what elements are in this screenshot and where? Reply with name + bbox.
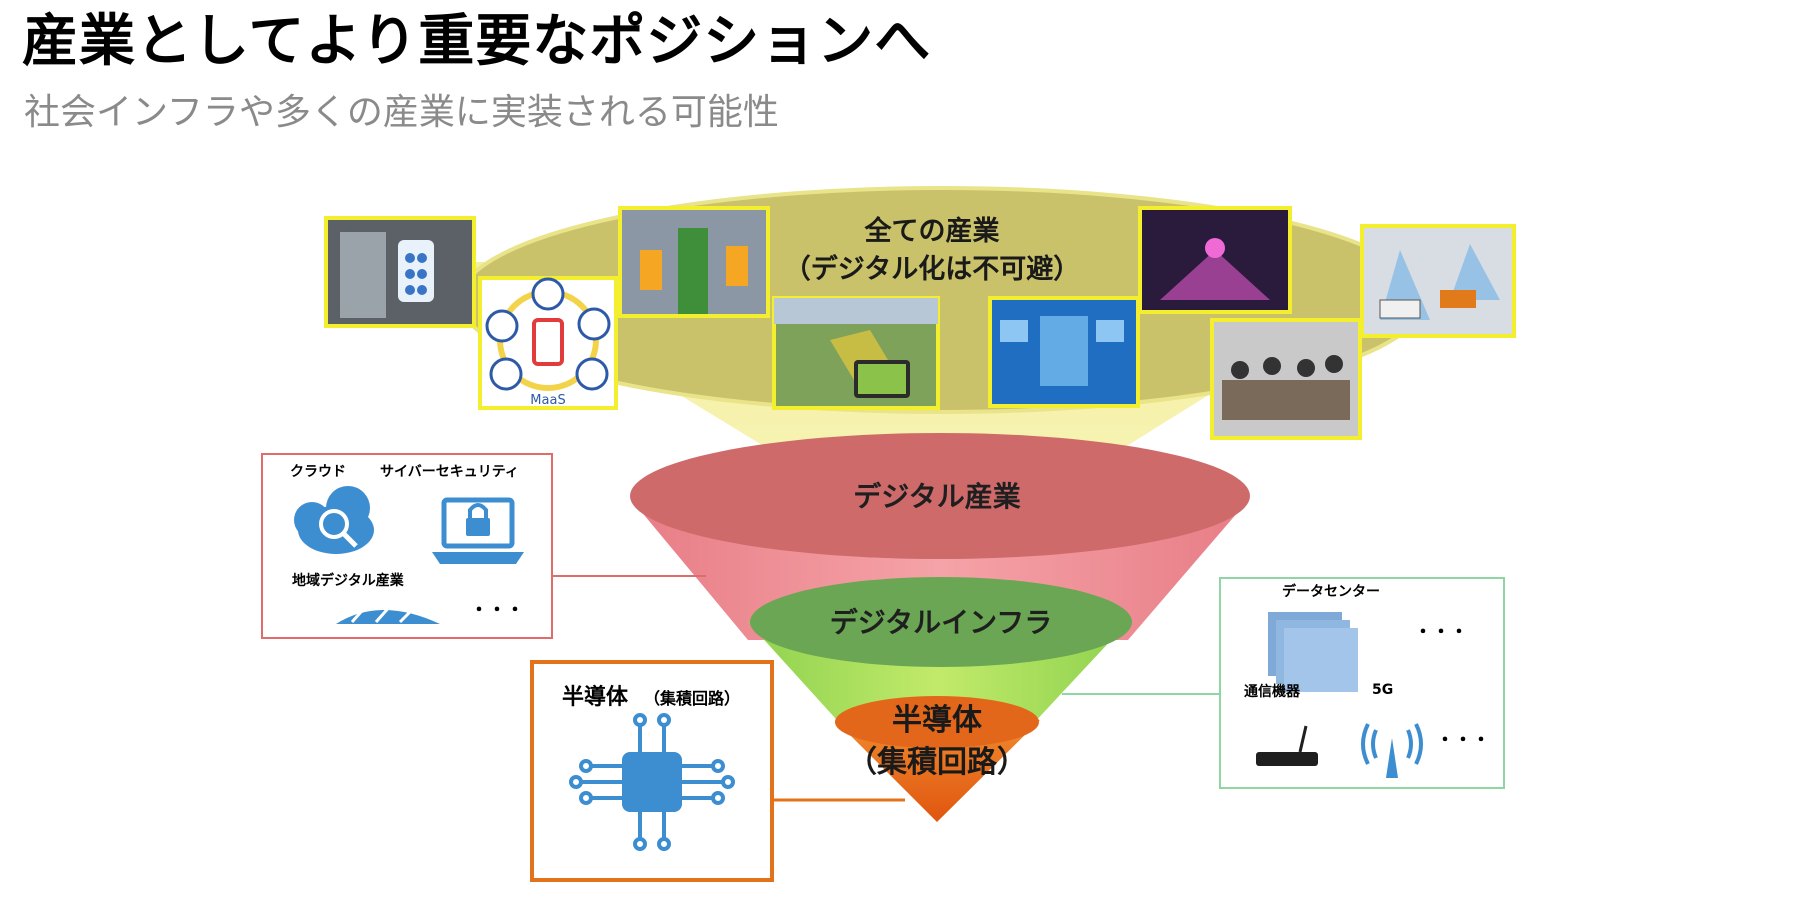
photo-agriculture-tablet [772,296,940,410]
maas-car-icon [489,357,523,391]
chip-icon [569,713,735,851]
top-label-line1: 全ての産業 [864,215,1000,247]
photo-classroom [1210,318,1362,440]
regional-digital-label: 地域デジタル産業 [292,572,405,589]
fiveg-label: 5G [1372,682,1393,698]
security-label: サイバーセキュリティ [380,464,519,480]
top-label-line2: （デジタル化は不可避） [784,253,1080,285]
photo-construction [1360,224,1516,338]
left-box-ellipsis: ・・・ [470,600,524,621]
semi-box-title: 半導体 [562,684,629,710]
router-icon [1256,725,1318,766]
server-rack-icon [1268,612,1358,692]
photo-stadium [1138,206,1292,314]
farm-field-icon [336,603,440,624]
digital-industry-examples-box: クラウド サイバーセキュリティ 地域デジタル産業 ・・・ [261,453,553,639]
digital-industry-label: デジタル産業 [853,480,1020,513]
maas-train-icon [531,277,565,311]
digital-infra-label: デジタルインフラ [830,606,1053,639]
digital-industry-ellipse [630,433,1250,559]
cloud-label: クラウド [290,464,346,480]
funnel-orange-tip [835,720,1040,822]
photo-smart-home [324,216,476,328]
semiconductor-box: 半導体 （集積回路） [530,660,774,882]
photo-maas: MaaS [478,276,618,410]
semiconductor-label-line1: 半導体 [892,703,983,738]
page-subtitle: 社会インフラや多くの産業に実装される可能性 [24,92,779,133]
maas-bicycle-icon [485,309,519,343]
laptop-lock-icon [432,497,524,564]
cloud-icon [294,486,374,554]
maas-bus-icon [575,357,609,391]
semiconductor-label-line2: （集積回路） [847,745,1027,780]
page-title: 産業としてより重要なポジションへ [22,9,932,74]
semi-box-subtitle: （集積回路） [644,689,740,708]
right-box-ellipsis-2: ・・・ [1436,730,1490,751]
antenna-icon [1361,723,1423,778]
datacenter-label: データセンター [1282,583,1380,600]
photo-factory-robots [618,206,770,318]
maas-label: MaaS [530,393,565,408]
digital-infra-examples-box: データセンター ・・・ 通信機器 5G ・・・ [1219,577,1505,789]
maas-plane-icon [577,307,611,341]
comm-equipment-label: 通信機器 [1244,683,1301,700]
digital-infra-ellipse [750,577,1132,667]
right-box-ellipsis-1: ・・・ [1414,622,1468,643]
photo-digital-health [988,296,1140,408]
semiconductor-ellipse [835,696,1039,748]
